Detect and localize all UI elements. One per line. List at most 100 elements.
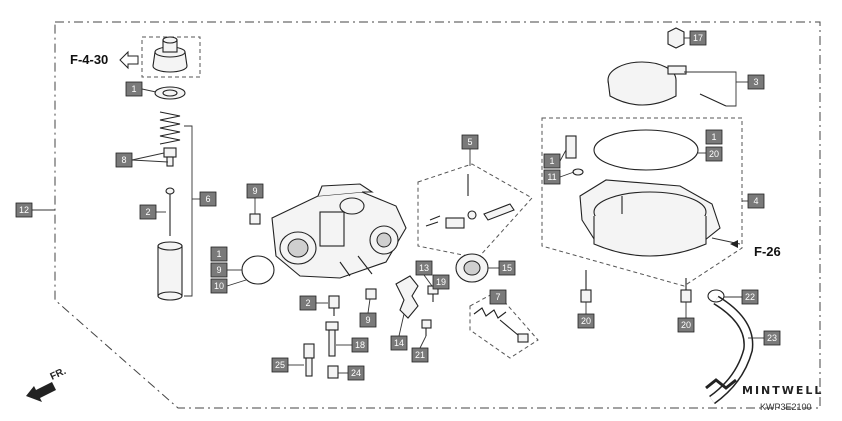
rubber-cap	[455, 253, 489, 283]
hose-clip	[707, 289, 725, 303]
small-nut	[249, 213, 261, 225]
callout-1-drain: 1	[543, 149, 567, 169]
callout-20-left: 20	[577, 302, 595, 329]
throttle-bracket	[395, 275, 419, 319]
svg-text:12: 12	[19, 205, 29, 215]
callout-21: 21	[411, 335, 429, 363]
throttle-piston	[157, 241, 183, 301]
svg-text:9: 9	[216, 265, 221, 275]
jet-24	[327, 365, 339, 379]
callout-18: 18	[336, 337, 369, 353]
svg-text:8: 8	[121, 155, 126, 165]
needle-clip	[163, 147, 177, 167]
drain-screw	[565, 135, 577, 159]
svg-text:18: 18	[355, 340, 365, 350]
small-washer	[572, 168, 584, 176]
seal-ring	[154, 86, 186, 100]
callout-1-seal: 1	[125, 81, 157, 97]
small-nut-lower	[365, 288, 377, 300]
callout-1-gasket: 1	[705, 129, 723, 145]
group-bracket-6	[184, 125, 193, 297]
callout-14: 14	[390, 313, 408, 351]
svg-text:10: 10	[214, 281, 224, 291]
svg-text:17: 17	[693, 33, 703, 43]
callout-13: 13	[415, 260, 433, 287]
callout-23: 23	[748, 330, 781, 346]
callout-16: 17	[684, 30, 707, 46]
float-chamber-box	[541, 117, 743, 287]
jet-needle	[165, 187, 175, 236]
svg-text:11: 11	[547, 172, 556, 182]
svg-text:22: 22	[745, 292, 755, 302]
front-direction-indicator: FR.	[26, 366, 68, 402]
small-fitting-16	[667, 27, 685, 49]
svg-text:20: 20	[709, 149, 719, 159]
svg-text:1: 1	[216, 249, 221, 259]
svg-text:21: 21	[415, 350, 425, 360]
callout-3: 3	[747, 74, 765, 90]
float-gasket	[593, 129, 699, 171]
callout-17: 20	[698, 146, 723, 162]
svg-text:23: 23	[767, 333, 777, 343]
callout-2-needle: 2	[139, 204, 166, 220]
callout-2-jet: 2	[299, 295, 328, 311]
svg-text:4: 4	[753, 196, 758, 206]
svg-text:20: 20	[681, 320, 691, 330]
front-label: FR.	[49, 366, 68, 383]
svg-text:19: 19	[436, 277, 446, 287]
brand-name: MINTWELL	[742, 384, 823, 397]
reference-right[interactable]: F-26	[754, 244, 781, 259]
callout-22: 22	[724, 289, 759, 305]
callout-15: 15	[488, 260, 516, 276]
svg-text:9: 9	[365, 315, 370, 325]
svg-text:1: 1	[549, 156, 554, 166]
svg-text:25: 25	[275, 360, 285, 370]
pilot-screw-set-box	[417, 163, 533, 259]
carb-top-cap	[152, 36, 188, 73]
pilot-screw-set	[425, 174, 515, 229]
jet-25	[303, 343, 315, 377]
callout-4: 4	[742, 193, 765, 209]
callout-7: 7	[489, 289, 507, 305]
svg-text:1: 1	[711, 132, 716, 142]
front-arrow-icon	[26, 382, 56, 402]
callout-5: 5	[461, 134, 479, 166]
callout-24: 24	[338, 365, 365, 381]
callout-20-right: 20	[677, 302, 695, 333]
svg-text:5: 5	[467, 137, 472, 147]
svg-text:20: 20	[581, 316, 591, 326]
svg-text:9: 9	[252, 186, 257, 196]
right-arrow-icon	[730, 240, 738, 248]
callout-25: 25	[271, 357, 304, 373]
top-cover	[607, 61, 727, 107]
reference-upper[interactable]: F-4-30	[70, 52, 108, 67]
carburetor-body	[271, 183, 407, 279]
float-chamber	[579, 179, 721, 257]
callout-12: 12	[15, 202, 55, 218]
spring	[159, 111, 181, 145]
diagram-code: KWP3E2100	[760, 402, 812, 412]
svg-text:2: 2	[305, 298, 310, 308]
callout-9-nut: 9	[359, 298, 377, 328]
main-jet-2	[328, 295, 340, 316]
svg-text:6: 6	[205, 194, 210, 204]
svg-text:13: 13	[419, 263, 429, 273]
callout-8: 8	[115, 152, 169, 168]
callout-9-left: 9	[246, 183, 264, 214]
callout-11: 11	[543, 169, 575, 185]
callout-1-oring: 1	[210, 246, 228, 262]
brand-logo-icon	[705, 378, 737, 390]
screw-21	[421, 319, 432, 336]
assembly-frame	[54, 21, 821, 409]
callout-19: 19	[432, 274, 450, 290]
svg-text:7: 7	[495, 292, 500, 302]
callout-9-oring: 9	[210, 262, 242, 278]
callout-10: 10	[210, 278, 247, 294]
svg-text:3: 3	[753, 77, 758, 87]
svg-text:14: 14	[394, 338, 404, 348]
svg-text:15: 15	[502, 263, 512, 273]
callout-6: 6	[199, 191, 217, 207]
left-arrow-icon	[119, 50, 139, 70]
brand-watermark: MINTWELL	[705, 378, 823, 397]
